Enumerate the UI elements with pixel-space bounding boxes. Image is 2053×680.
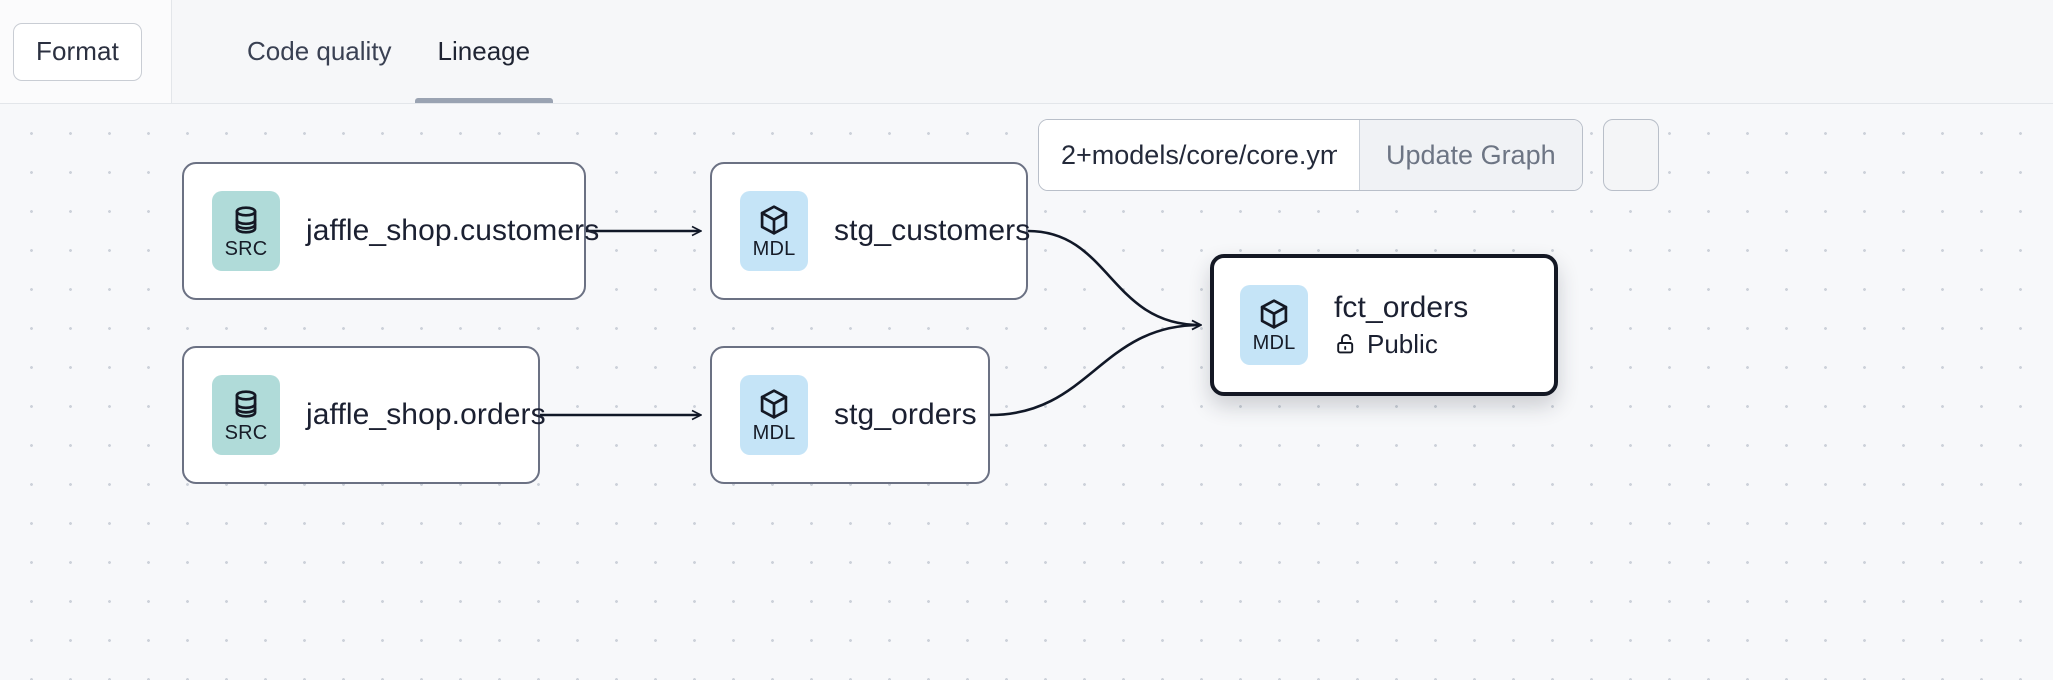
node-body: fct_orders Public (1334, 291, 1468, 360)
node-badge-mdl: MDL (740, 191, 808, 271)
node-badge-label: MDL (1252, 332, 1296, 354)
node-visibility: Public (1334, 329, 1468, 360)
lineage-node-src-customers[interactable]: SRC jaffle_shop.customers (182, 162, 599, 300)
node-title: jaffle_shop.customers (306, 214, 600, 247)
format-button[interactable]: Format (13, 22, 142, 81)
update-graph-button[interactable]: Update Graph (1359, 120, 1582, 190)
node-badge-src: SRC (212, 375, 280, 455)
node-title: fct_orders (1334, 290, 1469, 324)
lineage-node-src-orders[interactable]: SRC jaffle_shop.orders (182, 346, 546, 484)
top-toolbar: Format Code quality Lineage (0, 0, 2053, 104)
node-badge-mdl: MDL (1240, 285, 1308, 365)
tab-bar: Code quality Lineage (172, 0, 2053, 103)
node-title: stg_customers (834, 214, 1031, 247)
node-badge-src: SRC (212, 191, 280, 271)
node-badge-label: MDL (752, 422, 796, 444)
database-icon (229, 387, 263, 421)
cube-icon (757, 203, 791, 237)
edge-stg-customers-to-fct-orders (1027, 229, 1200, 325)
node-body: jaffle_shop.customers (306, 214, 599, 248)
tab-code-quality[interactable]: Code quality (224, 0, 415, 103)
node-visibility-label: Public (1367, 328, 1438, 359)
node-badge-label: SRC (224, 422, 268, 444)
node-body: jaffle_shop.orders (306, 398, 546, 432)
cube-icon (1257, 297, 1291, 331)
node-body: stg_orders (834, 398, 977, 432)
database-icon (229, 203, 263, 237)
node-badge-label: SRC (224, 238, 268, 260)
unlock-icon (1334, 332, 1358, 356)
node-title: jaffle_shop.orders (306, 398, 546, 431)
tab-lineage[interactable]: Lineage (414, 0, 554, 103)
lineage-node-fct-orders[interactable]: MDL fct_orders Public (1210, 254, 1558, 396)
lineage-node-stg-orders[interactable]: MDL stg_orders (710, 346, 990, 484)
node-body: stg_customers (834, 214, 1030, 248)
selector-input-group: Update Graph (1038, 119, 1583, 191)
dbt-selector-input[interactable] (1039, 120, 1359, 190)
edge-stg-orders-to-fct-orders (989, 325, 1200, 417)
cube-icon (757, 387, 791, 421)
lineage-node-stg-customers[interactable]: MDL stg_customers (710, 162, 1030, 300)
lineage-canvas[interactable]: SRC jaffle_shop.customers MDL stg_custo (0, 104, 2053, 680)
node-title: stg_orders (834, 398, 977, 431)
node-badge-mdl: MDL (740, 375, 808, 455)
graph-overflow-button[interactable] (1602, 119, 1659, 191)
graph-controls: Update Graph (1038, 119, 1659, 191)
format-button-zone: Format (0, 0, 172, 103)
node-badge-label: MDL (752, 238, 796, 260)
